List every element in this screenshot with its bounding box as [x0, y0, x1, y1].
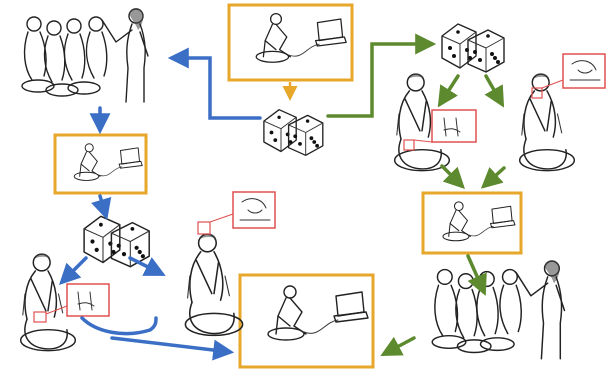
frame-top-center: [227, 3, 354, 82]
zoom-callout-face-left: [197, 191, 276, 235]
zoom-callout-hands-right: [403, 109, 477, 151]
group-scene-top-left: [21, 7, 149, 103]
dice-icon: [263, 109, 324, 156]
group-scene-bottom-right: [431, 259, 566, 360]
frame-right-mid: [421, 191, 523, 255]
dice-icon: [83, 215, 150, 268]
cpr-person-left-b: [184, 232, 244, 337]
frame-left-mid: [53, 133, 148, 195]
zoom-callout-hands-left: [33, 283, 110, 323]
zoom-callout-face-right: [531, 53, 606, 99]
dice-icon: [441, 23, 505, 73]
green-flow-path: [326, 33, 506, 356]
frame-bottom-center: [238, 273, 375, 369]
blue-flow-path: [59, 47, 262, 361]
